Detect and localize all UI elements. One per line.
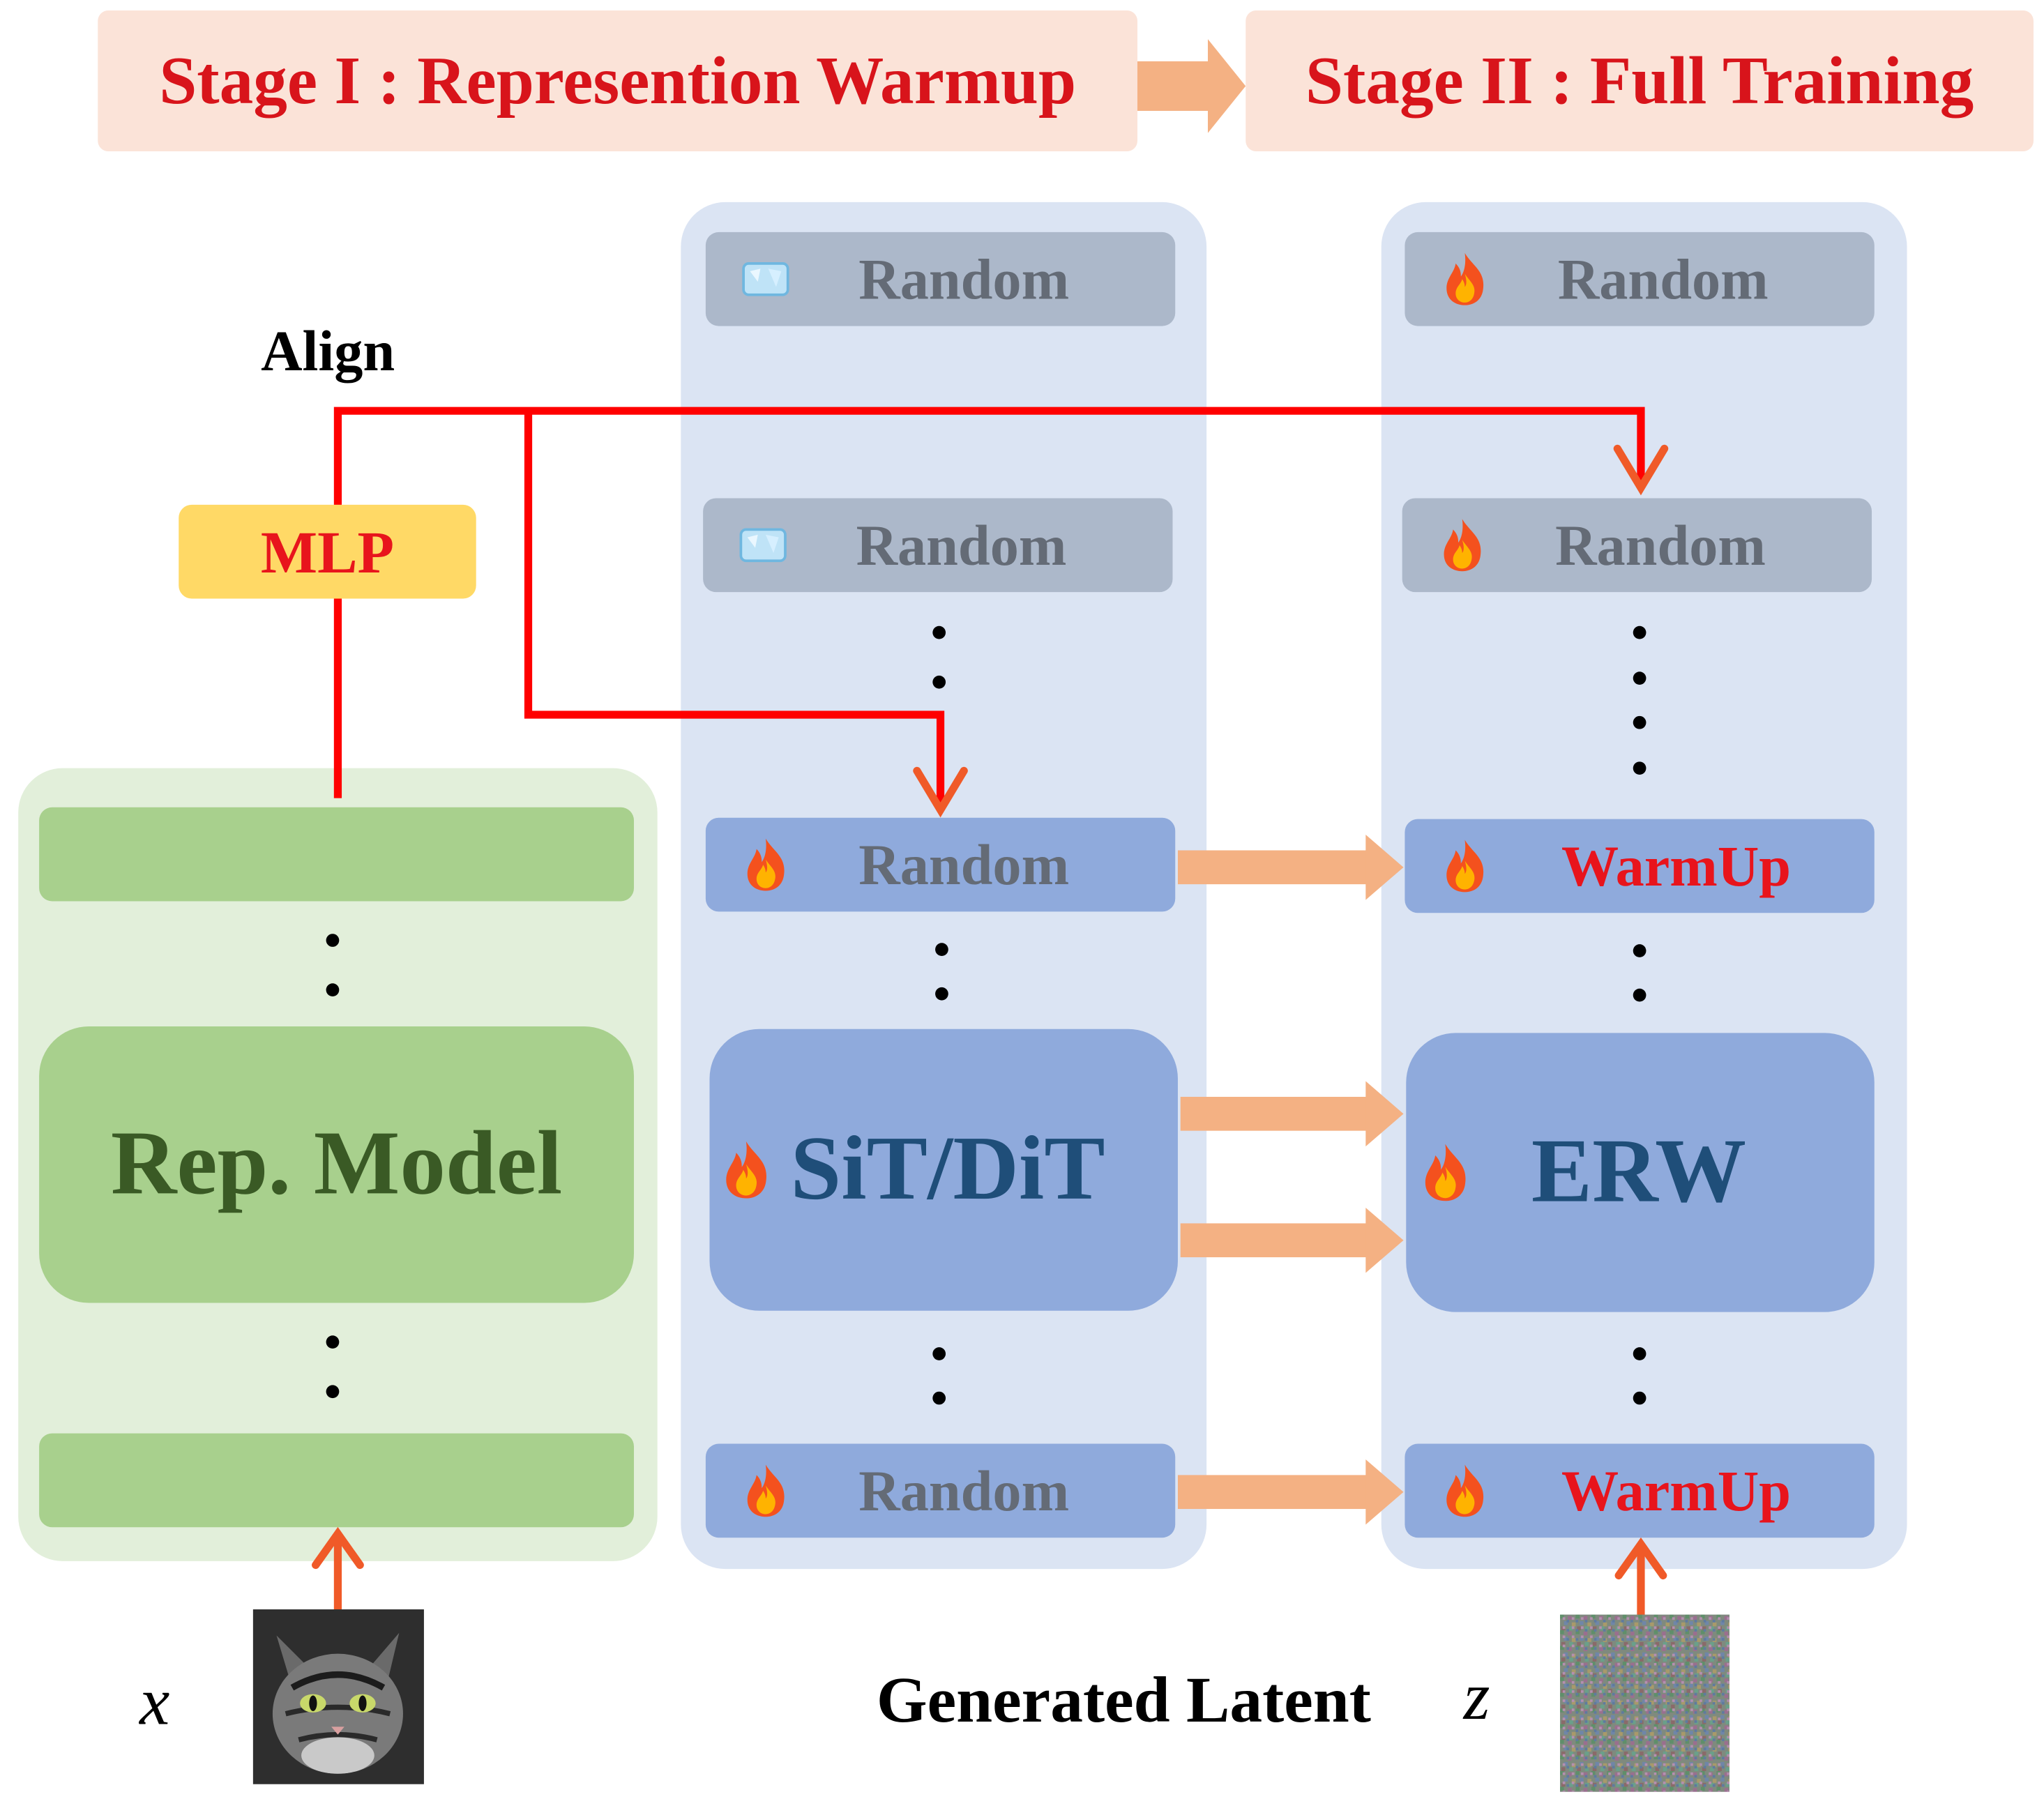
sit-layer-2: Random xyxy=(703,498,1173,593)
sit-layer-3: Random xyxy=(705,817,1176,912)
rep-model-label: Rep. Model xyxy=(110,1114,563,1215)
sit-layer-3-label: Random xyxy=(858,833,1070,897)
fire-icon xyxy=(1425,1462,1504,1519)
stage-arrow xyxy=(1137,39,1246,133)
erw-dots-1 xyxy=(1633,625,1646,775)
fire-icon xyxy=(1425,837,1504,895)
transfer-arrow-4 xyxy=(1177,1459,1404,1525)
fire-icon xyxy=(1416,1141,1474,1204)
fire-icon xyxy=(1423,517,1501,574)
ice-icon xyxy=(724,519,802,571)
ice-icon xyxy=(727,253,805,305)
stage1-title: Stage I : Represention Warmup xyxy=(159,43,1077,119)
erw-layer-4-label: WarmUp xyxy=(1561,1459,1792,1523)
cat-image xyxy=(252,1609,424,1784)
sit-dit-label: SiT/DiT xyxy=(790,1118,1105,1220)
fire-icon xyxy=(727,836,805,893)
erw-layer-2-label: Random xyxy=(1555,513,1766,577)
transfer-arrow-3 xyxy=(1180,1207,1404,1273)
noise-image xyxy=(1559,1614,1730,1792)
erw-layer-4: WarmUp xyxy=(1405,1443,1875,1538)
transfer-arrow-2 xyxy=(1180,1081,1404,1147)
rep-model-top-layer xyxy=(39,807,635,902)
erw-layer-1-label: Random xyxy=(1557,247,1769,312)
align-label: Align xyxy=(261,319,395,384)
rep-model-dots-lower xyxy=(326,1335,340,1399)
mlp-label: MLP xyxy=(260,518,395,585)
erw-layer-3-label: WarmUp xyxy=(1561,834,1792,898)
sit-layer-4: Random xyxy=(705,1443,1176,1538)
align-arrowheads xyxy=(913,444,1669,818)
rep-model-block: Rep. Model xyxy=(39,1026,635,1303)
sit-dots-2 xyxy=(935,943,948,1001)
fire-icon xyxy=(727,1462,805,1519)
erw-layer-1: Random xyxy=(1405,231,1875,326)
fire-icon xyxy=(1425,250,1504,308)
mlp-block: MLP xyxy=(179,504,476,599)
fire-icon xyxy=(718,1139,775,1201)
sit-layer-1: Random xyxy=(705,231,1176,326)
sit-layer-2-label: Random xyxy=(856,513,1067,577)
rep-model-dots-upper xyxy=(326,934,340,996)
sit-dit-block: SiT/DiT xyxy=(709,1028,1178,1311)
input-arrow-x xyxy=(312,1526,364,1614)
erw-dots-3 xyxy=(1633,1347,1646,1405)
erw-label: ERW xyxy=(1531,1121,1747,1222)
erw-dots-2 xyxy=(1633,944,1646,1002)
erw-layer-2: Random xyxy=(1402,498,1872,593)
sit-layer-1-label: Random xyxy=(858,247,1070,312)
sit-dots-3 xyxy=(932,1347,946,1405)
sit-layer-4-label: Random xyxy=(858,1459,1070,1523)
sit-dots-1 xyxy=(932,625,946,689)
input-z-label: z xyxy=(1463,1660,1490,1735)
stage2-header: Stage II : Full Training xyxy=(1246,10,2034,151)
rep-model-bottom-layer xyxy=(39,1433,635,1528)
erw-layer-3: WarmUp xyxy=(1405,819,1875,913)
stage2-title: Stage II : Full Training xyxy=(1305,43,1974,119)
stage1-header: Stage I : Represention Warmup xyxy=(98,10,1137,151)
align-lines xyxy=(333,407,1645,806)
transfer-arrow-1 xyxy=(1177,835,1404,900)
generated-latent-label: Generated Latent xyxy=(876,1662,1371,1736)
erw-block: ERW xyxy=(1406,1033,1875,1312)
input-arrow-z xyxy=(1614,1537,1667,1621)
input-x-label: x xyxy=(139,1665,170,1740)
